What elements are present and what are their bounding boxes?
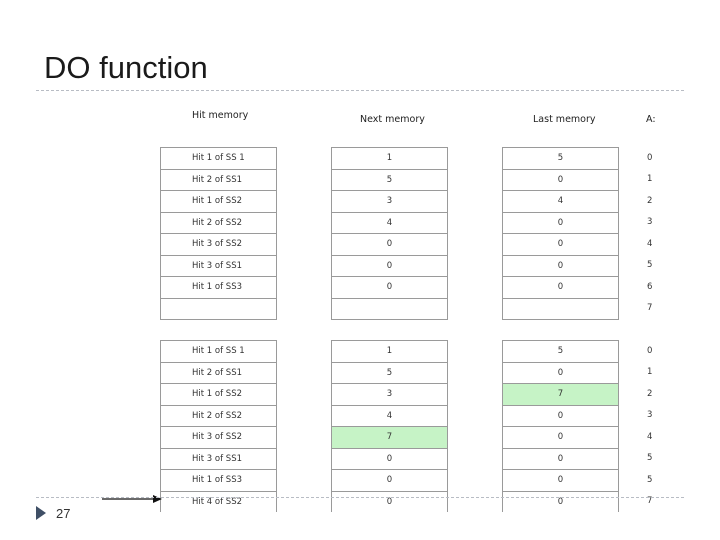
last-memory-cell: 0 xyxy=(503,234,618,256)
top-address-column: 0 1 2 3 4 5 6 7 xyxy=(647,147,665,319)
last-memory-cell: 0 xyxy=(503,213,618,234)
last-memory-cell: 0 xyxy=(503,427,618,449)
address-label: 4 xyxy=(647,238,653,249)
address-label: 6 xyxy=(647,281,653,292)
next-memory-cell: 1 xyxy=(332,148,447,170)
address-label: 5 xyxy=(647,260,653,271)
title-divider xyxy=(36,90,684,91)
next-memory-cell: 0 xyxy=(332,470,447,492)
bottom-address-column: 0 1 2 3 4 5 5 7 xyxy=(647,340,665,512)
last-memory-cell: 0 xyxy=(503,492,618,513)
page-number: 27 xyxy=(56,506,71,521)
hit-memory-cell: Hit 2 of SS2 xyxy=(161,213,276,234)
address-label: 2 xyxy=(647,195,653,206)
next-memory-cell xyxy=(332,299,447,320)
next-memory-cell: 0 xyxy=(332,256,447,277)
last-memory-cell: 0 xyxy=(503,449,618,470)
next-memory-cell: 0 xyxy=(332,277,447,299)
hit-memory-cell: Hit 3 of SS1 xyxy=(161,256,276,277)
last-memory-cell: 4 xyxy=(503,191,618,213)
hit-memory-cell: Hit 1 of SS2 xyxy=(161,384,276,406)
hit-memory-cell: Hit 1 of SS3 xyxy=(161,277,276,299)
last-memory-cell: 0 xyxy=(503,277,618,299)
address-label: 7 xyxy=(647,303,653,314)
last-memory-cell: 0 xyxy=(503,363,618,384)
address-label: 4 xyxy=(647,431,653,442)
last-memory-cell: 0 xyxy=(503,170,618,191)
slide-title: DO function xyxy=(44,50,208,85)
next-memory-cell: 3 xyxy=(332,191,447,213)
address-label: 0 xyxy=(647,345,653,356)
next-memory-cell: 1 xyxy=(332,341,447,363)
next-memory-cell: 0 xyxy=(332,234,447,256)
next-memory-cell: 4 xyxy=(332,213,447,234)
address-label: 0 xyxy=(647,152,653,163)
next-memory-cell: 0 xyxy=(332,449,447,470)
footer-divider xyxy=(36,497,684,498)
hit-memory-header: Hit memory xyxy=(192,110,249,121)
address-label: 3 xyxy=(647,217,653,228)
address-label: 1 xyxy=(647,174,653,185)
next-memory-cell: 0 xyxy=(332,492,447,513)
address-header: A: xyxy=(646,114,656,125)
hit-memory-cell: Hit 1 of SS3 xyxy=(161,470,276,492)
hit-memory-cell: Hit 3 of SS2 xyxy=(161,234,276,256)
hit-memory-cell: Hit 3 of SS2 xyxy=(161,427,276,449)
address-label: 5 xyxy=(647,474,653,485)
hit-memory-cell: Hit 1 of SS2 xyxy=(161,191,276,213)
hit-memory-cell: Hit 3 of SS1 xyxy=(161,449,276,470)
address-label: 2 xyxy=(647,388,653,399)
next-memory-cell: 4 xyxy=(332,406,447,427)
next-memory-cell: 5 xyxy=(332,170,447,191)
address-label: 5 xyxy=(647,453,653,464)
hit-memory-cell: Hit 1 of SS 1 xyxy=(161,341,276,363)
address-label: 1 xyxy=(647,367,653,378)
hit-memory-cell: Hit 2 of SS2 xyxy=(161,406,276,427)
hit-memory-cell: Hit 2 of SS1 xyxy=(161,363,276,384)
last-memory-cell: 0 xyxy=(503,406,618,427)
hit-memory-cell: Hit 2 of SS1 xyxy=(161,170,276,191)
last-memory-cell: 5 xyxy=(503,148,618,170)
last-memory-cell: 7 xyxy=(503,384,618,406)
next-memory-cell: 7 xyxy=(332,427,447,449)
last-memory-cell: 5 xyxy=(503,341,618,363)
hit-memory-cell: Hit 1 of SS 1 xyxy=(161,148,276,170)
next-memory-cell: 5 xyxy=(332,363,447,384)
bullet-triangle-icon xyxy=(36,506,46,520)
address-label: 3 xyxy=(647,410,653,421)
next-memory-cell: 3 xyxy=(332,384,447,406)
last-memory-cell: 0 xyxy=(503,256,618,277)
address-label: 7 xyxy=(647,496,653,507)
hit-memory-cell xyxy=(161,299,276,320)
next-memory-header: Next memory xyxy=(360,114,425,125)
last-memory-cell xyxy=(503,299,618,320)
last-memory-header: Last memory xyxy=(533,114,596,125)
last-memory-cell: 0 xyxy=(503,470,618,492)
hit-memory-cell: Hit 4 of SS2 xyxy=(161,492,276,513)
memory-diagram: Hit memory Next memory Last memory A: Hi… xyxy=(155,100,665,512)
